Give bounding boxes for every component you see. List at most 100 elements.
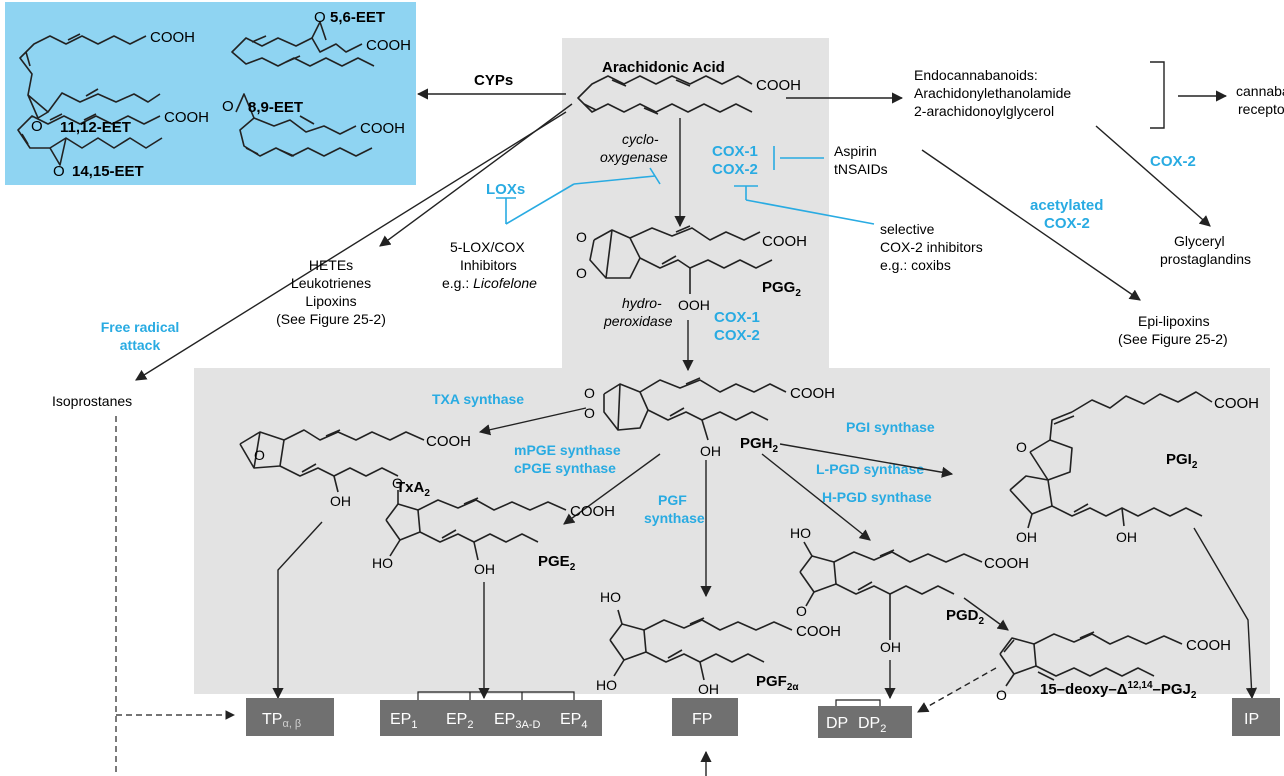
lpgd-synthase-label: L-PGD synthase bbox=[816, 461, 924, 477]
arrow-txa2-to-tp bbox=[272, 521, 323, 700]
pge2-cooh: COOH bbox=[570, 503, 615, 520]
eet-panel bbox=[5, 2, 416, 185]
receptor-ep2-label: EP2 bbox=[446, 711, 473, 731]
aspirin-line-2: tNSAIDs bbox=[834, 161, 888, 177]
hetes-line-1: HETEs bbox=[309, 257, 353, 273]
pgh2-oh: OH bbox=[700, 443, 721, 459]
cannabinoid-receptors-line-2: receptors bbox=[1238, 101, 1284, 117]
endocannabinoid-bracket bbox=[1150, 61, 1165, 129]
arrows-pgh2 bbox=[478, 407, 954, 598]
eet-1112-cooh: COOH bbox=[150, 29, 195, 46]
hydroperoxidase-line-2: peroxidase bbox=[603, 313, 673, 329]
receptor-ep4-label: EP4 bbox=[560, 711, 587, 731]
pgf2a-cooh: COOH bbox=[796, 623, 841, 640]
arrow-pgi2-to-ip bbox=[1193, 527, 1258, 700]
endocannabinoid-line-1: Endocannabanoids: bbox=[914, 67, 1038, 83]
txa2-oh: OH bbox=[330, 493, 351, 509]
arrow-to-pgi2 bbox=[779, 443, 954, 478]
arrow-glyceryl-pgs bbox=[1095, 125, 1211, 227]
acetylated-line-2: COX-2 bbox=[1044, 215, 1090, 232]
pgg2-structure bbox=[589, 225, 773, 294]
receptor-box-fp bbox=[672, 698, 738, 736]
pgh2-label: PGH2 bbox=[740, 435, 779, 455]
hetes-line-2: Leukotrienes bbox=[291, 275, 371, 291]
pgd2-cooh: COOH bbox=[984, 555, 1029, 572]
txa2-structure bbox=[239, 429, 425, 493]
pgj2-o: O bbox=[996, 687, 1007, 703]
pgf2a-structure bbox=[609, 609, 793, 681]
pgg2-ooh: OOH bbox=[678, 297, 710, 313]
cyclooxygenase-line-1: cyclo- bbox=[622, 131, 659, 147]
pgi2-oh1: OH bbox=[1016, 529, 1037, 545]
cpge-synthase-label: cPGE synthase bbox=[514, 460, 616, 476]
pgj2-structure bbox=[999, 631, 1183, 687]
pgg2-label: PGG2 bbox=[762, 279, 801, 299]
cox-panel bbox=[562, 38, 829, 370]
eet-1112-epoxide bbox=[27, 94, 49, 119]
pgg2-o1: O bbox=[576, 229, 587, 245]
eet-1415-cooh: COOH bbox=[164, 109, 209, 126]
eet-89-o: O bbox=[222, 98, 234, 115]
epi-lipoxins-line-1: Epi-lipoxins bbox=[1138, 313, 1210, 329]
pgf2a-label: PGF2α bbox=[756, 673, 799, 693]
txa2-cooh: COOH bbox=[426, 433, 471, 450]
eet-56-o: O bbox=[314, 9, 326, 26]
pgi2-o: O bbox=[1016, 439, 1027, 455]
pgh2-structure bbox=[603, 377, 787, 441]
pgd2-o: O bbox=[796, 603, 807, 619]
ep-bracket bbox=[417, 691, 575, 700]
receptor-box-ip bbox=[1232, 698, 1280, 736]
cox2-label: COX-2 bbox=[712, 161, 758, 178]
glyceryl-line-2: prostaglandins bbox=[1160, 251, 1251, 267]
cannabinoid-receptors-line-1: cannabanoid bbox=[1236, 83, 1284, 99]
pgf-synthase-line-2: synthase bbox=[644, 510, 705, 526]
txa2-o: O bbox=[254, 447, 265, 463]
txa2-label: TxA2 bbox=[396, 479, 430, 499]
hpgd-synthase-label: H-PGD synthase bbox=[822, 489, 932, 505]
prostanoid-panel bbox=[194, 368, 1270, 694]
arrow-to-pge2 bbox=[563, 453, 661, 525]
receptor-box-ep bbox=[380, 700, 602, 736]
dp-bracket bbox=[835, 699, 881, 706]
selective-line-3: e.g.: coxibs bbox=[880, 257, 951, 273]
receptor-dp-label: DP bbox=[826, 715, 848, 732]
arrow-to-txa2 bbox=[478, 407, 587, 436]
aspirin-line-1: Aspirin bbox=[834, 143, 877, 159]
inhibitor-line-1: 5-LOX/COX bbox=[450, 239, 525, 255]
mpge-synthase-label: mPGE synthase bbox=[514, 442, 621, 458]
eet-1112-o: O bbox=[31, 118, 43, 135]
pgi2-structure bbox=[1009, 391, 1213, 529]
eet-1415-o: O bbox=[53, 163, 65, 180]
pgi-synthase-label: PGI synthase bbox=[846, 419, 935, 435]
pgd2-structure bbox=[799, 541, 983, 640]
pgf-synthase-line-1: PGF bbox=[658, 492, 687, 508]
receptor-fp-label: FP bbox=[692, 711, 712, 728]
pgg2-cooh: COOH bbox=[762, 233, 807, 250]
hetes-line-3: Lipoxins bbox=[305, 293, 356, 309]
arrow-isoprostanes bbox=[135, 111, 567, 381]
loxs-label: LOXs bbox=[486, 181, 525, 198]
arrow-pgd2-to-pgj2 bbox=[963, 597, 1009, 631]
inhibitor-line-3: e.g.: Licofelone bbox=[442, 275, 537, 291]
isoprostanes-label: Isoprostanes bbox=[52, 393, 132, 409]
cox2-right-label: COX-2 bbox=[1150, 153, 1196, 170]
hydroperoxidase-line-1: hydro- bbox=[622, 295, 662, 311]
endocannabinoid-line-3: 2-arachidonoylglycerol bbox=[914, 103, 1054, 119]
eet-89-label: 8,9-EET bbox=[248, 99, 303, 116]
eet-1112-label: 11,12-EET bbox=[60, 119, 131, 136]
pgd2-ho: HO bbox=[790, 525, 811, 541]
pgh2-o2: O bbox=[584, 405, 595, 421]
pgf2a-oh: OH bbox=[698, 681, 719, 697]
eet-1112-chain bbox=[19, 35, 161, 113]
arrow-to-pgd2 bbox=[761, 453, 871, 541]
pgd2-oh: OH bbox=[880, 639, 901, 655]
selective-line-1: selective bbox=[880, 221, 935, 237]
free-radical-line-1: Free radical bbox=[101, 319, 180, 335]
txa-synthase-label: TXA synthase bbox=[432, 391, 524, 407]
receptor-tp-label: TPα, β bbox=[262, 711, 301, 730]
eet-structures bbox=[17, 21, 375, 166]
arachidonic-acid-label: Arachidonic Acid bbox=[602, 59, 725, 76]
pgf2a-ho-top: HO bbox=[600, 589, 621, 605]
free-radical-line-2: attack bbox=[120, 337, 161, 353]
